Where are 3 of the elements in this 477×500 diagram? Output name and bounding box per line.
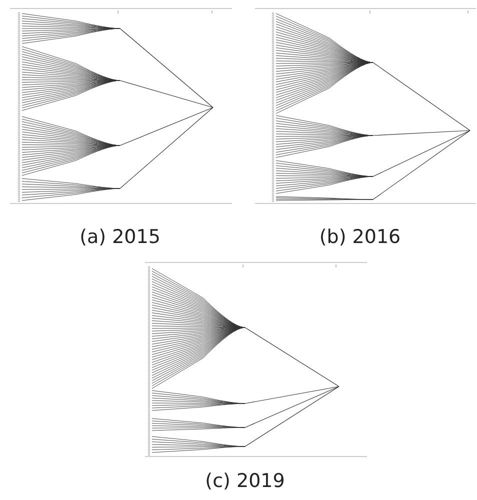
panel-caption: (b) 2016	[319, 226, 401, 248]
panel-caption: (c) 2019	[205, 470, 285, 492]
panel-caption: (a) 2015	[80, 226, 160, 248]
